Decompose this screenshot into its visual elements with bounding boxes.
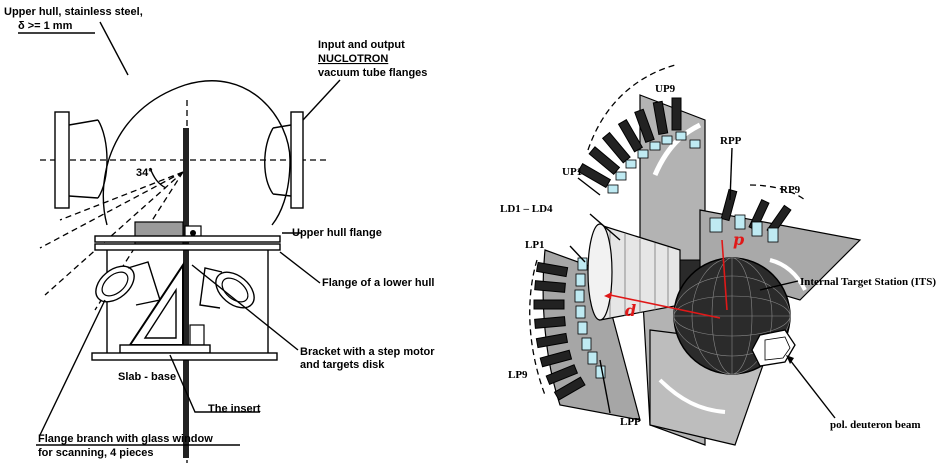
label-flange-branch-2: for scanning, 4 pieces	[38, 447, 154, 459]
leader-up1	[577, 177, 601, 196]
label-upper-hull-2: δ >= 1 mm	[18, 20, 73, 32]
right-tube-flange	[290, 111, 304, 209]
rp-arc-guide	[749, 184, 806, 201]
upper-counter-array	[577, 97, 682, 189]
label-tube-flanges-2: NUCLOTRON	[318, 53, 388, 65]
label-upper-hull-flange: Upper hull flange	[292, 227, 382, 239]
label-lower-hull-flange: Flange of a lower hull	[322, 277, 434, 289]
label-slab-base: Slab - base	[118, 371, 176, 383]
right-tube	[264, 124, 292, 197]
upper-cyan-detectors	[607, 131, 701, 194]
label-ld: LD1 – LD4	[500, 203, 553, 215]
left-tube	[68, 119, 108, 199]
label-d: d	[625, 301, 636, 320]
label-rp9: RP9	[780, 184, 801, 196]
motor-shaft	[190, 230, 196, 236]
label-up9: UP9	[655, 83, 676, 95]
label-tube-flanges-1: Input and output	[318, 39, 405, 51]
leader-lpp	[599, 359, 611, 414]
left-counter-array	[533, 261, 586, 401]
left-window-branch	[95, 261, 161, 306]
beam-arrow	[786, 355, 794, 364]
particle-tracks	[604, 239, 728, 319]
up-arc-guide	[587, 64, 676, 151]
beam-pipe	[751, 329, 796, 367]
upper-hull-dome	[102, 80, 291, 226]
angle-fan	[39, 171, 184, 311]
label-bracket-2: and targets disk	[300, 359, 385, 371]
leader-upper-hull	[99, 21, 129, 76]
slab-base-plate	[91, 352, 278, 361]
angle-arc	[149, 167, 167, 189]
lower-hull-walls	[106, 250, 269, 355]
leader-lp1	[569, 245, 586, 263]
right-cyan-detectors	[709, 214, 779, 243]
label-its: Internal Target Station (ITS)	[800, 276, 936, 288]
leader-flange-branch	[39, 299, 106, 436]
upper-hull-flange-plate	[94, 235, 281, 243]
leader-beam	[789, 359, 836, 419]
label-insert: The insert	[208, 403, 261, 415]
leader-tube-flanges	[302, 79, 341, 121]
label-bracket-1: Bracket with a step motor	[300, 346, 435, 358]
its-sphere	[673, 257, 796, 375]
label-flange-branch-1: Flange branch with glass window	[38, 433, 213, 445]
detector-setup: UP9 UP1 RPP RP9 LD1 – LD4 LP1 Internal T…	[500, 64, 936, 446]
arc-slot-right	[769, 258, 807, 291]
insert-plate	[119, 344, 211, 354]
target-rod	[183, 128, 189, 458]
d-track	[609, 294, 721, 319]
label-beam: pol. deuteron beam	[830, 419, 921, 431]
label-lpp: LPP	[620, 416, 641, 428]
lp-arc-guide	[529, 259, 546, 396]
label-up1: UP1	[562, 166, 582, 178]
leader-bracket	[191, 264, 299, 351]
leader-its	[759, 280, 799, 291]
left-tube-flange	[54, 111, 70, 209]
leader-ld	[589, 213, 621, 241]
label-rpp: RPP	[720, 135, 742, 147]
d-arrow	[604, 292, 612, 299]
leader-rpp	[729, 147, 733, 201]
label-p: p	[733, 230, 744, 249]
arc-slot-lower	[658, 378, 726, 414]
right-window-branch	[199, 267, 255, 309]
leader-insert	[169, 354, 260, 413]
label-tube-flanges-3: vacuum tube flanges	[318, 67, 427, 79]
leader-lower-flange	[279, 251, 321, 284]
left-cyan-detectors	[574, 257, 606, 379]
p-track	[721, 239, 728, 311]
lower-hull-flange-plate	[94, 243, 281, 251]
chamber-schematic: Upper hull, stainless steel, δ >= 1 mm I…	[4, 6, 435, 463]
motor-block	[189, 324, 205, 346]
label-lp1: LP1	[525, 239, 545, 251]
label-angle: 34°	[136, 167, 153, 179]
label-lp9: LP9	[508, 369, 528, 381]
triangle-inner	[143, 287, 177, 339]
label-upper-hull-1: Upper hull, stainless steel,	[4, 6, 143, 18]
